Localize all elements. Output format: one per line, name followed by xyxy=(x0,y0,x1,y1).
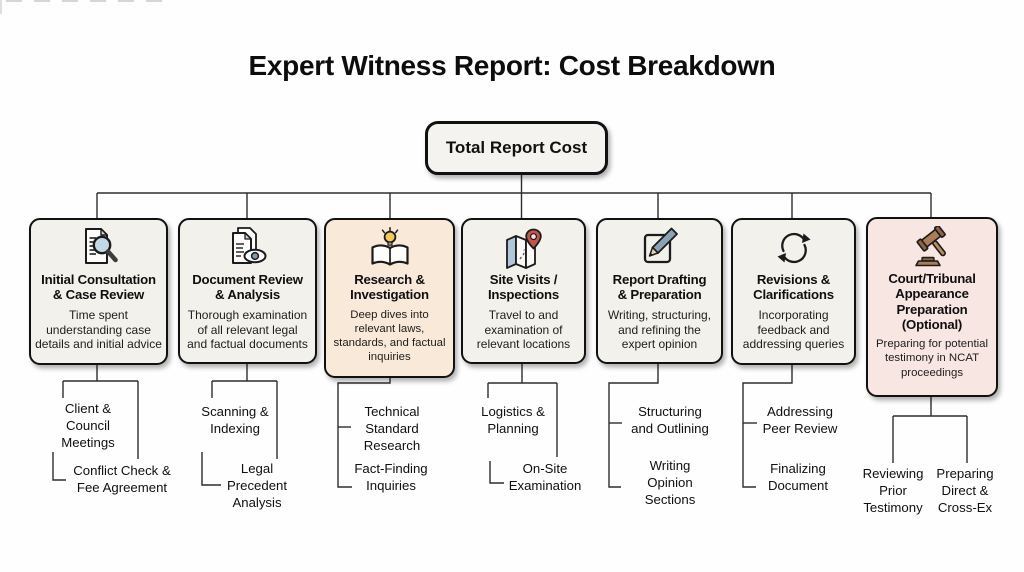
leaf-legal-precedent-analysis: Legal Precedent Analysis xyxy=(226,461,288,510)
stage-title: Revisions & Clarifications xyxy=(753,272,834,303)
leaf-client-council-meetings: Client & Council Meetings xyxy=(61,401,115,450)
leaf-logistics-planning: Logistics & Planning xyxy=(481,404,545,436)
leaf-reviewing-prior-testimony: Reviewing Prior Testimony xyxy=(862,466,924,515)
stage-description: Preparing for potential testimony in NCA… xyxy=(875,338,989,379)
document-eye-icon xyxy=(225,227,271,269)
stage-research-investigation: Research & Investigation Deep dives into… xyxy=(324,218,455,378)
gavel-icon xyxy=(909,226,955,268)
stage-description: Thorough examination of all relevant leg… xyxy=(187,307,308,352)
page-title: Expert Witness Report: Cost Breakdown xyxy=(248,50,776,81)
stage-description: Deep dives into relevant laws, standards… xyxy=(333,308,446,364)
leaf-structuring-outlining: Structuring and Outlining xyxy=(631,404,709,436)
stage-description: Writing, structuring, and refining the e… xyxy=(607,307,712,352)
stage-title: Report Drafting & Preparation xyxy=(612,272,707,303)
refresh-arrows-icon xyxy=(771,227,817,269)
leaf-finalizing-document: Finalizing Document xyxy=(767,461,829,493)
leaf-conflict-check-fee: Conflict Check & Fee Agreement xyxy=(73,463,171,495)
leaf-addressing-peer-review: Addressing Peer Review xyxy=(762,404,838,436)
stage-title: Research & Investigation xyxy=(350,272,429,303)
left-edge-artifact xyxy=(0,0,2,14)
total-report-cost-node: Total Report Cost xyxy=(425,121,608,175)
stage-site-visits: Site Visits / Inspections Travel to and … xyxy=(461,218,586,364)
stage-title: Site Visits / Inspections xyxy=(487,272,560,303)
leaf-onsite-examination: On-Site Examination xyxy=(508,461,582,493)
stage-description: Time spent understanding case details an… xyxy=(35,307,162,352)
stage-document-review: Document Review & Analysis Thorough exam… xyxy=(178,218,317,364)
leaf-scanning-indexing: Scanning & Indexing xyxy=(201,404,269,436)
stage-description: Incorporating feedback and addressing qu… xyxy=(742,307,845,352)
stage-title: Document Review & Analysis xyxy=(192,272,303,303)
book-lightbulb-icon xyxy=(367,227,413,269)
stage-revisions-clarifications: Revisions & Clarifications Incorporating… xyxy=(731,218,856,365)
stage-title: Initial Consultation & Case Review xyxy=(41,272,156,303)
stage-initial-consultation: Initial Consultation & Case Review Time … xyxy=(29,218,168,365)
leaf-fact-finding-inquiries: Fact-Finding Inquiries xyxy=(354,461,428,493)
stage-report-drafting: Report Drafting & Preparation Writing, s… xyxy=(596,218,723,364)
stage-title: Court/Tribunal Appearance Preparation (O… xyxy=(888,271,976,332)
top-edge-artifact xyxy=(6,0,166,2)
stage-description: Travel to and examination of relevant lo… xyxy=(476,307,571,352)
leaf-technical-standard-research: Technical Standard Research xyxy=(363,404,421,453)
total-report-cost-label: Total Report Cost xyxy=(445,138,588,157)
leaf-writing-opinion-sections: Writing Opinion Sections xyxy=(644,458,696,507)
stage-court-appearance: Court/Tribunal Appearance Preparation (O… xyxy=(866,217,998,397)
map-pin-icon xyxy=(501,227,547,269)
pencil-square-icon xyxy=(637,227,683,269)
leaf-preparing-direct-crossex: Preparing Direct & Cross-Ex xyxy=(936,466,994,515)
document-magnifier-icon xyxy=(76,227,122,269)
